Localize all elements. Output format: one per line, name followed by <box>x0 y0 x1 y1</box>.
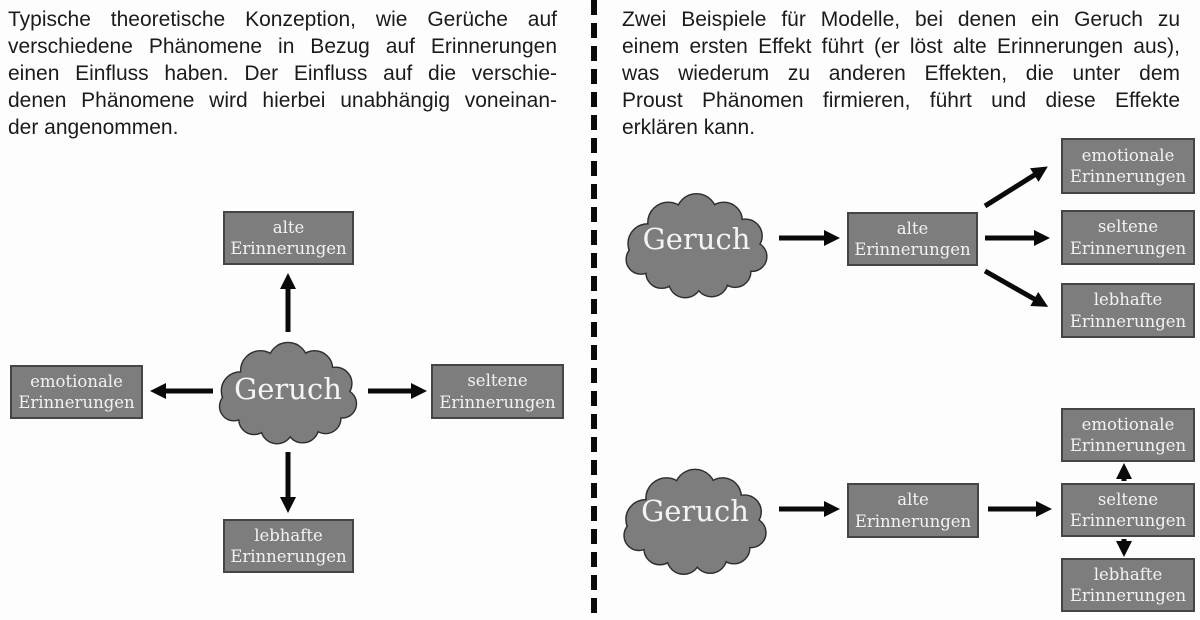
arrow-a-alte-to-emotionale <box>983 166 1048 209</box>
right-description: Zwei Beispiele für Modelle, bei denen ei… <box>622 6 1180 141</box>
left-description: Typische theoretische Konzeption, wie Ge… <box>8 6 557 141</box>
left-description-line: der angenommen. <box>8 116 179 139</box>
right-description-line: einem ersten Effekt führt (er löst alte … <box>622 35 1180 58</box>
left-description-line: denen Phänomene wird hierbei unabhängig … <box>8 89 557 112</box>
model-b-box-lebhafte-erinnerungen: lebhafte Erinnerungen <box>1061 558 1195 612</box>
panel-divider <box>591 0 597 620</box>
model-a-box-alte-erinnerungen: alte Erinnerungen <box>847 212 978 266</box>
model-a-box-lebhafte-erinnerungen: lebhafte Erinnerungen <box>1061 283 1195 338</box>
right-description-line: erklären kann. <box>622 116 756 139</box>
cloud-label-model-a: Geruch <box>642 222 751 256</box>
left-box-alte-erinnerungen: alte Erinnerungen <box>223 211 354 265</box>
arrow-a-alte-to-lebhafte <box>983 268 1049 307</box>
model-a-box-seltene-erinnerungen: seltene Erinnerungen <box>1061 210 1195 265</box>
model-b-box-emotionale-erinnerungen: emotionale Erinnerungen <box>1061 408 1195 462</box>
left-description-line: einen Einfluss haben. Der Einfluss auf d… <box>8 62 557 85</box>
right-description-line: was wiederum zu anderen Effekten, die un… <box>622 62 1180 85</box>
model-b-box-alte-erinnerungen: alte Erinnerungen <box>847 483 979 538</box>
left-box-emotionale-erinnerungen: emotionale Erinnerungen <box>10 365 143 419</box>
right-description-line: Proust Phänomen firmieren, führt und die… <box>622 89 1180 112</box>
cloud-label-model-b: Geruch <box>641 494 749 528</box>
right-description-line: Zwei Beispiele für Modelle, bei denen ei… <box>622 8 1180 31</box>
cloud-label-left: Geruch <box>234 372 342 406</box>
model-b-box-seltene-erinnerungen: seltene Erinnerungen <box>1061 483 1195 537</box>
left-description-line: verschiedene Phänomene in Bezug auf Erin… <box>8 35 557 58</box>
left-description-line: Typische theoretische Konzeption, wie Ge… <box>8 8 557 31</box>
left-box-seltene-erinnerungen: seltene Erinnerungen <box>431 364 564 419</box>
model-a-box-emotionale-erinnerungen: emotionale Erinnerungen <box>1061 138 1195 194</box>
left-box-lebhafte-erinnerungen: lebhafte Erinnerungen <box>223 519 354 573</box>
